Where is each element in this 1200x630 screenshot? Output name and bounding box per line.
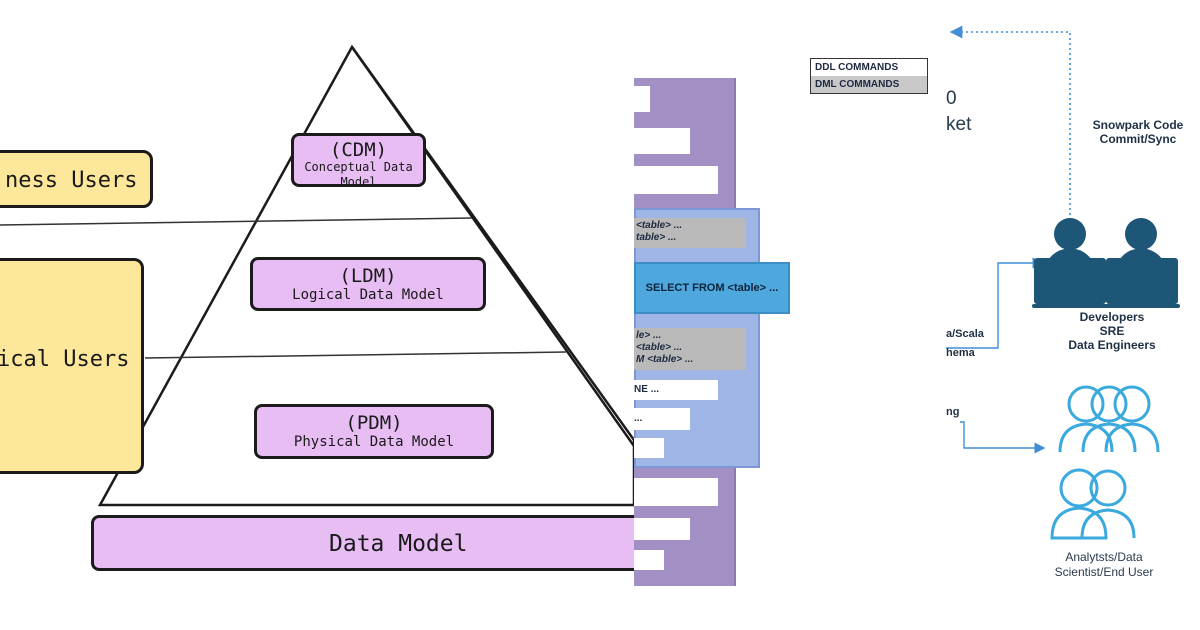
snowpark-text: Snowpark Code Commit/Sync <box>1092 118 1184 146</box>
ddl-commands-label: DDL COMMANDS <box>815 62 899 73</box>
gray-row-text: table> ... <box>636 232 677 243</box>
cdm-box: (CDM) Conceptual Data Model <box>291 133 426 189</box>
gray-command-row: le> ... <table> ... M <table> ... <box>634 328 746 370</box>
command-legend: DDL COMMANDS DML COMMANDS <box>810 58 928 94</box>
analysts-arrow <box>960 421 1046 454</box>
analysts-text: Analytsts/Data Scientist/End User <box>1054 550 1154 579</box>
partial-digit: 0 <box>946 88 957 109</box>
purple-column-bar <box>634 478 718 506</box>
purple-column-bar <box>634 166 718 194</box>
ldm-box: (LDM) Logical Data Model <box>250 257 486 311</box>
purple-column-bar <box>634 86 650 112</box>
white-command-item: ... <box>634 408 690 430</box>
analysts-label: Analytsts/Data Scientist/End User <box>1042 550 1166 580</box>
cdm-abbr: (CDM) <box>329 139 388 161</box>
pdm-full: Physical Data Model <box>293 434 455 450</box>
developers-icon <box>1032 218 1180 308</box>
java-scala-label: a/Scala <box>946 328 984 340</box>
snowpark-sync-arrow <box>949 25 1071 250</box>
ng-label: ng <box>946 406 960 418</box>
developers-text: Developers SRE Data Engineers <box>1068 310 1156 352</box>
upper-divider-line <box>0 217 473 226</box>
gray-row-text: <table> ... <box>636 342 683 353</box>
technical-users-label: ical Users <box>0 347 130 372</box>
ldm-abbr: (LDM) <box>339 265 397 287</box>
developers-arrow <box>946 257 1044 349</box>
data-model-label: Data Model <box>329 531 468 557</box>
schema-label: hema <box>946 347 975 359</box>
pyramid-right-edge <box>350 46 634 447</box>
white-command-item <box>634 438 664 458</box>
white-command-item: NE ... <box>634 380 718 400</box>
gray-command-row: <table> ... table> ... <box>634 218 746 248</box>
select-from-box: SELECT FROM <table> ... <box>634 262 790 314</box>
technical-users-box: ical Users <box>0 258 144 474</box>
snowpark-label: Snowpark Code Commit/Sync <box>1076 118 1200 146</box>
gray-row-text: le> ... <box>636 330 662 341</box>
architecture-drawing <box>946 25 1180 540</box>
gray-row-text: <table> ... <box>636 220 683 231</box>
partial-word: ket <box>946 114 972 135</box>
pdm-abbr: (PDM) <box>345 412 403 434</box>
purple-column-bar <box>634 518 690 540</box>
gray-row-text: M <table> ... <box>636 354 694 365</box>
cdm-full: Conceptual Data Model <box>304 160 413 189</box>
sql-commands-panel: <table> ... table> ... SELECT FROM <tabl… <box>634 0 946 630</box>
pdm-box: (PDM) Physical Data Model <box>254 404 494 459</box>
snowpark-architecture-panel: 0 ket Snowpark Code Commit/Sync Develope… <box>946 0 1200 630</box>
select-from-label: SELECT FROM <table> ... <box>645 282 779 294</box>
white-item-text: NE ... <box>634 384 660 395</box>
lower-divider-line <box>144 351 567 359</box>
data-model-box: Data Model <box>91 515 634 571</box>
business-users-box: ness Users <box>0 150 153 208</box>
purple-column-bar <box>634 550 664 570</box>
purple-column-bar <box>634 128 690 154</box>
analysts-icon <box>1050 385 1160 540</box>
business-users-label: ness Users <box>5 168 138 193</box>
developers-label: Developers SRE Data Engineers <box>1052 310 1172 352</box>
white-item-text: ... <box>634 413 643 424</box>
ldm-full: Logical Data Model <box>292 287 444 303</box>
dml-commands-label: DML COMMANDS <box>811 76 927 93</box>
data-model-pyramid-panel: ness Users ical Users (CDM) Conceptual D… <box>0 44 634 571</box>
